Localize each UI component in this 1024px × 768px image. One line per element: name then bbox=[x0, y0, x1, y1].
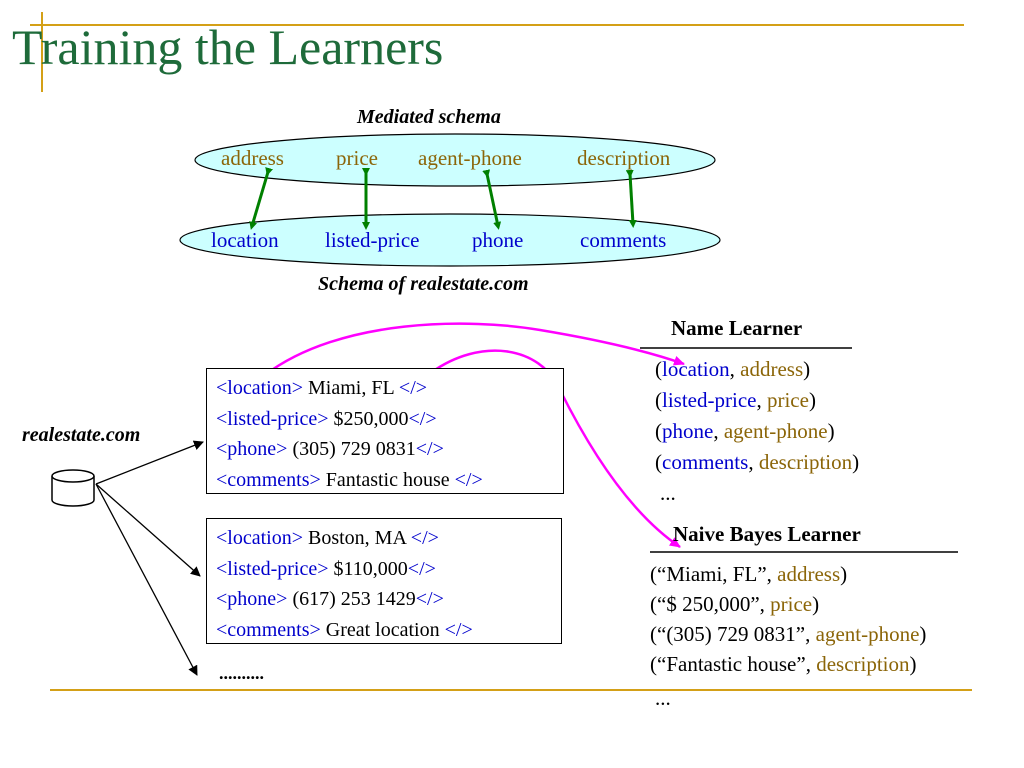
mediated-attr-price: price bbox=[336, 146, 378, 170]
listing-box-2: <location> Boston, MA </> <listed-price>… bbox=[206, 518, 562, 644]
name-learner-row-1: (location, address) bbox=[655, 357, 811, 381]
top-rule bbox=[30, 24, 964, 26]
name-learner-more: ... bbox=[660, 481, 676, 505]
mediated-attr-description: description bbox=[577, 146, 671, 170]
slide-title: Training the Learners bbox=[12, 19, 444, 75]
source-schema-ellipse bbox=[179, 213, 721, 267]
nb-learner-row-3: (“(305) 729 0831”, agent-phone) bbox=[650, 622, 927, 646]
nb-learner-more: ... bbox=[655, 686, 671, 710]
mediated-schema-ellipse bbox=[194, 133, 716, 187]
name-learner-row-3: (phone, agent-phone) bbox=[655, 419, 835, 443]
name-learner-row-2: (listed-price, price) bbox=[655, 388, 816, 412]
mediated-schema-caption: Mediated schema bbox=[357, 106, 501, 128]
listing2-row-comments: <comments> Great location </> bbox=[216, 618, 473, 641]
nb-learner-row-2: (“$ 250,000”, price) bbox=[650, 592, 820, 616]
nb-learner-row-4: (“Fantastic house”, description) bbox=[650, 652, 917, 676]
more-listings-ellipsis: .......... bbox=[219, 663, 264, 683]
listing1-row-comments: <comments> Fantastic house </> bbox=[216, 468, 483, 491]
database-icon bbox=[51, 469, 95, 507]
source-attr-comments: comments bbox=[580, 228, 667, 252]
listing1-row-location: <location> Miami, FL </> bbox=[216, 377, 428, 399]
db-arrow-more bbox=[95, 483, 198, 676]
nb-learner-heading: Naive Bayes Learner bbox=[673, 522, 861, 546]
listing2-row-location: <location> Boston, MA </> bbox=[216, 527, 439, 549]
nb-learner-row-1: (“Miami, FL”, address) bbox=[650, 562, 848, 586]
listing1-row-listed-price: <listed-price> $250,000</> bbox=[216, 407, 437, 430]
title-marker bbox=[41, 12, 43, 92]
match-arrow-address-location bbox=[249, 167, 273, 230]
db-arrow-listing2 bbox=[95, 483, 201, 577]
source-attr-listed-price: listed-price bbox=[325, 228, 420, 252]
source-schema-caption: Schema of realestate.com bbox=[318, 273, 529, 295]
listing1-row-phone: <phone> (305) 729 0831</> bbox=[216, 438, 444, 460]
name-learner-heading: Name Learner bbox=[671, 316, 803, 340]
training-arrow-name-learner bbox=[264, 322, 685, 376]
source-attr-location: location bbox=[211, 228, 279, 252]
mediated-attr-agent-phone: agent-phone bbox=[418, 146, 522, 170]
listing-box-1: <location> Miami, FL </> <listed-price> … bbox=[206, 368, 564, 494]
listing2-row-listed-price: <listed-price> $110,000</> bbox=[216, 557, 436, 580]
match-arrow-agent-phone-phone bbox=[482, 169, 502, 230]
listing2-row-phone: <phone> (617) 253 1429</> bbox=[216, 588, 444, 610]
datasource-label: realestate.com bbox=[22, 424, 141, 446]
name-learner-row-4: (comments, description) bbox=[655, 450, 860, 474]
mediated-attr-address: address bbox=[221, 146, 284, 170]
db-arrow-listing1 bbox=[95, 440, 204, 485]
match-arrow-description-comments bbox=[625, 169, 637, 228]
source-attr-phone: phone bbox=[472, 228, 524, 252]
bottom-rule bbox=[50, 689, 972, 691]
